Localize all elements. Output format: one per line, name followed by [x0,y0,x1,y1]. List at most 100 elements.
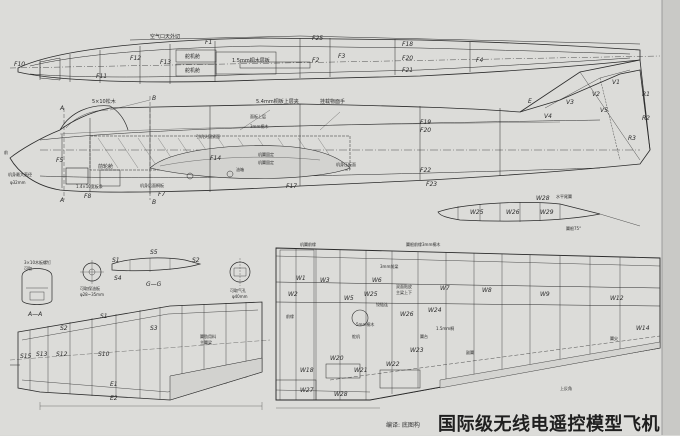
round-note-2: 可取气孔 [230,287,246,293]
bulkhead-label: F13 [160,59,171,66]
main-wing-ply: 5mm桐木 [356,321,374,327]
main-wing-w8: W8 [482,287,492,294]
section-detail-labels: 3×10木板螺钉 可取 可取保油板 φ28~35mm 可取气孔 φ40mm S1… [24,249,248,299]
round-dim-2: φ40mm [232,294,248,299]
s-label: S2 [192,257,200,264]
section-letters: A A B B E V1 V2 V3 V4 V5 R1 R2 R3 A—A G—… [27,79,650,318]
s-label: S1 [112,257,120,264]
section-gg-label: G—G [146,281,162,288]
s-label: S5 [150,249,158,256]
wing-mount-note-2: 机翼固定 [258,159,274,165]
servo-bay-label: 舵机舱 [185,53,200,60]
wing-s15-label: S15 [20,353,32,360]
round-note-1: 可取保油板 [80,285,100,291]
main-wing-spar-a: 3mm前梁 [380,263,398,269]
wing-s2-label: S2 [60,325,68,332]
wing-s10-label: S10 [98,351,110,358]
fin-v3-label: V3 [566,99,574,106]
bulkhead-label: F12 [130,55,141,62]
main-wing-w23: W23 [410,347,424,354]
wing-mount-note: 机翼固定 [258,151,274,157]
wing-e1-label: E1 [110,381,118,388]
bulkhead-labels: F10 F11 F12 F13 F1 F25 F2 F3 F18 F20 F21… [14,35,483,200]
main-wing-wedge: 翼尖 [610,335,618,341]
bulkhead-label: F14 [210,155,221,162]
tailplane-w29: W29 [540,209,554,216]
ply-note-1: 5.4mm桐板上层夹 [256,98,299,105]
bulkhead-label: F8 [84,193,91,200]
main-wing-w14: W14 [636,325,650,332]
wing-s1-label: S1 [100,313,108,320]
bulkhead-label: F5 [56,157,63,164]
page-title: 国际级无线电遥控模型飞机 [438,414,660,435]
tailplane-note: 翼根75° [566,225,581,231]
diameter-label: 机身最大直径 [8,171,32,177]
bulkhead-label: F17 [286,183,297,190]
main-wing-w9: W9 [540,291,550,298]
fin-v2-label: V2 [592,91,600,98]
rudder-r2-label: R2 [642,115,650,122]
bulkhead-label: F1 [205,39,212,46]
bulkhead-note-2: 可取 [24,266,32,271]
wing-spar-note: 主翼梁 [200,339,212,345]
bulkhead-label: F11 [96,73,107,80]
diameter-value: φ32mm [10,180,26,185]
tank-note: 油箱 [236,166,244,172]
fuselage-side-view [9,59,651,200]
ply-note-3: 3mm桐木 [250,123,268,129]
main-wing-plan [275,247,661,409]
tailplane-detail [437,202,641,227]
rudder-r3-label: R3 [628,135,636,142]
round-dim-1: φ28~35mm [80,292,104,297]
main-wing-top-note: 机翼前缘 [300,241,316,247]
main-wing-labels: 机翼前缘 翼根前缘3mm桐木 3mm前梁 双面贴皮 主梁上下 前缘 铰链连 舵机… [286,241,650,398]
canopy-note: 空气口天外切 [150,33,180,40]
fin-v4-label: V4 [544,113,552,120]
main-wing-w22: W22 [386,361,400,368]
main-wing-leading-note: 翼根前缘3mm桐木 [406,241,440,247]
section-e-label: E [528,98,532,105]
tailplane-w25: W25 [470,209,484,216]
wing-e2-label: E2 [110,395,118,402]
main-wing-front: 前缘 [286,313,294,319]
bulkhead-note-1: 3×10木板螺钉 [24,259,51,265]
main-wing-w21: W21 [354,367,368,374]
section-b-label: B [152,199,156,206]
bulkhead-label: F10 [14,61,25,68]
main-wing-w2: W2 [288,291,298,298]
tailplane-w28: W28 [536,195,550,202]
fin-v1-label: V1 [612,79,620,86]
ply-note-5: 机身压板面 [336,161,356,167]
bulkhead-label: F18 [402,41,413,48]
main-wing-aileron: 副翼 [466,349,474,355]
main-wing-w5: W5 [344,295,354,302]
wing-half-plan [9,301,271,410]
main-wing-w28: W28 [334,391,348,398]
main-wing-root: 上反角 [560,385,572,391]
main-wing-w20: W20 [330,355,344,362]
wing-half-labels: 翼肋用料 主翼梁 S1 S2 S3 S10 S12 S13 S15 E1 E2 [20,313,216,402]
section-details [21,257,251,305]
main-wing-w27: W27 [300,387,314,394]
rudder-r1-label: R1 [642,91,650,98]
section-a-label: A [59,197,64,204]
ply-note-2: 面板上层 [250,113,266,119]
bulkhead-label: F4 [476,57,483,64]
hatch-note: 挂载物面手 [320,98,345,105]
main-wing-servo: 舵机 [352,333,360,339]
bulkhead-label: F3 [338,53,345,60]
bulkhead-label: F19 [420,119,431,126]
section-a-label: A [59,105,64,112]
tailplane-labels: 水平尾翼 翼根75° W25 W26 W28 W29 [470,193,581,231]
wing-s13-label: S13 [36,351,48,358]
main-wing-spar-b: 双面贴皮 [396,283,412,289]
credit-text: 编译: 底图构 [386,422,420,429]
bulkhead-label: F20 [402,55,413,62]
fuselage-labels: 空气口天外切 舵机舱 舵机舱 1.5mm桐木层板 5×10松木 5.4mm桐板上… [4,33,356,189]
main-wing-sheet: 1.5mm桐 [436,325,454,331]
fin-v5-label: V5 [600,107,608,114]
gear-note: 前轮舱 [98,163,113,170]
main-wing-w7: W7 [440,285,450,292]
bulkhead-label: F23 [426,181,437,188]
